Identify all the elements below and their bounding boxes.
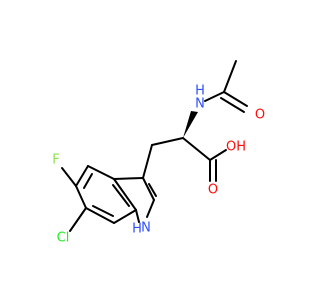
atom-label-ring-hydrogen: H xyxy=(132,222,142,237)
bond-c4-c5-double xyxy=(83,173,93,189)
bond-nh-acyl xyxy=(204,91,225,102)
bond-acyl-o-double-1 xyxy=(223,91,248,107)
bond-c3-ch2 xyxy=(142,144,153,179)
atom-label-amide-hydrogen: H xyxy=(195,84,205,99)
atom-label-carbonyl-oxygen: O xyxy=(255,108,265,123)
bond-c7-c7a xyxy=(113,209,137,224)
bond-c3a-c3 xyxy=(113,177,144,180)
atom-label-amide-nitrogen: N xyxy=(195,97,205,112)
bond-c2-c3-double xyxy=(148,183,157,197)
chemical-structure-canvas: F Cl H N N H O O OH xyxy=(52,60,266,246)
atom-label-ring-nitrogen: N xyxy=(141,221,151,236)
bond-c6-c7-double xyxy=(92,205,114,217)
atom-label-fluorine: F xyxy=(52,153,59,168)
bond-calpha-carboxyl xyxy=(182,137,211,161)
bond-c3-c2 xyxy=(142,177,155,201)
atom-label-hydroxyl: OH xyxy=(226,140,246,155)
bond-acyl-o-double-2 xyxy=(220,97,245,113)
atom-label-acid-oxygen: O xyxy=(208,183,218,198)
bond-acyl-methyl xyxy=(223,60,237,93)
bond-c6-cl xyxy=(69,207,87,232)
bond-c7a-c3a-double xyxy=(112,184,130,207)
bond-c6-c7 xyxy=(85,207,115,224)
bond-c5-f xyxy=(61,167,77,187)
bond-c7a-c3a xyxy=(113,178,137,211)
molecule-diagram: F Cl H N N H O O OH xyxy=(52,60,265,246)
bond-c3a-c4 xyxy=(87,165,115,180)
bond-n1-c7a xyxy=(135,209,140,223)
bonds xyxy=(61,60,248,232)
bond-c4-c5 xyxy=(75,165,89,187)
wedge-bond-stereo xyxy=(183,111,198,138)
bond-c2-n1 xyxy=(146,199,155,218)
bond-c5-c6 xyxy=(75,185,87,209)
bond-carboxyl-oh xyxy=(209,149,227,161)
atom-label-chlorine: Cl xyxy=(57,231,70,246)
bond-ch2-calpha xyxy=(151,137,184,146)
